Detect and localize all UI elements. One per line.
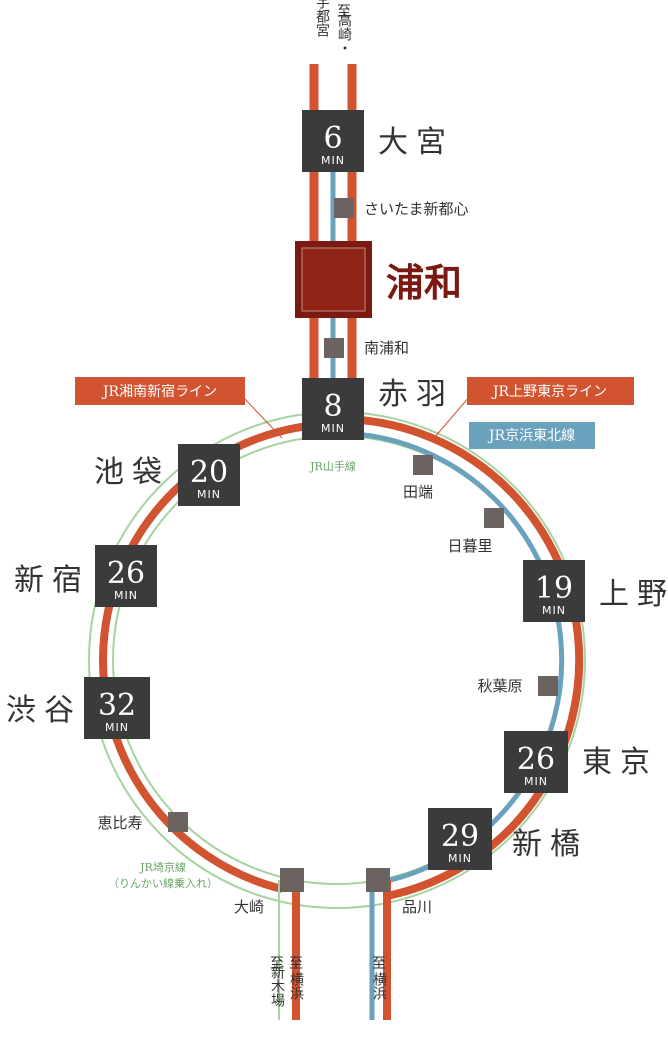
minor-station-shinagawa: 品川 — [366, 868, 432, 916]
station-ikebukuro: 20 MIN 池袋 — [94, 444, 240, 506]
station-name: 上野 — [599, 577, 668, 612]
svg-text:恵比寿: 恵比寿 — [97, 814, 142, 832]
station-shibuya: 32 MIN 渋谷 — [6, 677, 150, 739]
minor-station-saitama-shintoshin: さいたま新都心 — [334, 198, 469, 218]
svg-text:至: 至 — [289, 956, 303, 972]
direction-south-right: 至 横浜 — [371, 956, 387, 1000]
station-name: 新橋 — [512, 827, 588, 862]
svg-text:20: 20 — [190, 455, 228, 490]
station-omiya: 6 MIN 大宮 — [302, 110, 454, 172]
origin-station-name: 浦和 — [386, 260, 462, 305]
svg-text:品川: 品川 — [402, 898, 432, 916]
line-label-shonan-shinjuku: JR湘南新宿ライン — [75, 377, 283, 439]
line-label-ueno-tokyo-text: JR上野東京ライン — [491, 384, 607, 400]
svg-text:大崎: 大崎 — [234, 898, 264, 916]
svg-text:高崎・: 高崎・ — [336, 12, 352, 55]
svg-text:MIN: MIN — [105, 721, 129, 734]
station-name: 赤羽 — [378, 377, 454, 412]
line-label-saikyo: JR埼京線 — [139, 860, 186, 874]
line-label-shonan-shinjuku-text: JR湘南新宿ライン — [101, 383, 217, 400]
svg-text:至: 至 — [270, 956, 284, 972]
svg-text:宇都宮: 宇都宮 — [314, 0, 330, 37]
svg-text:MIN: MIN — [321, 422, 345, 435]
svg-text:新木場: 新木場 — [269, 965, 285, 1007]
svg-text:秋葉原: 秋葉原 — [477, 677, 522, 695]
station-name: 新宿 — [14, 563, 90, 598]
minor-station-tabata: 田端 — [403, 455, 433, 501]
line-label-keihin-tohoku: JR京浜東北線 — [469, 422, 595, 449]
svg-text:MIN: MIN — [524, 775, 548, 788]
minor-station-osaki: 大崎 — [234, 868, 304, 916]
station-name: 渋谷 — [6, 693, 82, 728]
line-label-ueno-tokyo: JR上野東京ライン — [433, 377, 634, 439]
south-spur-lines — [278, 880, 391, 1020]
svg-text:6: 6 — [323, 121, 342, 156]
svg-text:至: 至 — [372, 956, 386, 972]
svg-text:8: 8 — [323, 389, 342, 424]
minor-station-akihabara: 秋葉原 — [477, 676, 558, 696]
svg-text:MIN: MIN — [542, 604, 566, 617]
svg-text:MIN: MIN — [321, 154, 345, 167]
minor-station-ebisu: 恵比寿 — [97, 812, 188, 832]
direction-north: 至 高崎・ 宇都宮 — [314, 0, 352, 55]
origin-station-urawa: 浦和 — [295, 241, 462, 318]
station-name: 池袋 — [94, 455, 170, 490]
svg-text:26: 26 — [517, 742, 555, 777]
station-shinjuku: 26 MIN 新宿 — [14, 545, 157, 607]
svg-text:さいたま新都心: さいたま新都心 — [364, 200, 469, 218]
svg-text:29: 29 — [441, 819, 479, 854]
svg-text:横浜: 横浜 — [288, 972, 304, 1000]
minor-station-minami-urawa: 南浦和 — [324, 338, 409, 358]
svg-text:日暮里: 日暮里 — [447, 537, 492, 555]
svg-text:至: 至 — [337, 4, 351, 20]
station-name: 大宮 — [378, 125, 454, 160]
svg-text:MIN: MIN — [114, 589, 138, 602]
line-label-yamanote: JR山手線 — [309, 459, 356, 473]
station-shimbashi: 29 MIN 新橋 — [428, 808, 588, 870]
svg-text:MIN: MIN — [197, 488, 221, 501]
station-tokyo: 26 MIN 東京 — [504, 731, 658, 793]
minor-station-nippori: 日暮里 — [447, 508, 504, 555]
svg-text:19: 19 — [535, 571, 573, 606]
line-label-keihin-tohoku-text: JR京浜東北線 — [487, 428, 575, 444]
svg-text:32: 32 — [98, 688, 136, 723]
svg-text:南浦和: 南浦和 — [364, 339, 409, 357]
station-name: 東京 — [582, 745, 658, 780]
svg-text:26: 26 — [107, 556, 145, 591]
svg-text:横浜: 横浜 — [371, 972, 387, 1000]
line-label-saikyo-sub: （りんかい線乗入れ） — [108, 876, 218, 890]
direction-south-left: 至 横浜 至 新木場 — [269, 956, 304, 1007]
station-ueno: 19 MIN 上野 — [523, 560, 668, 622]
station-akabane: 8 MIN 赤羽 — [302, 377, 454, 440]
svg-text:MIN: MIN — [448, 852, 472, 865]
svg-text:田端: 田端 — [403, 483, 433, 501]
